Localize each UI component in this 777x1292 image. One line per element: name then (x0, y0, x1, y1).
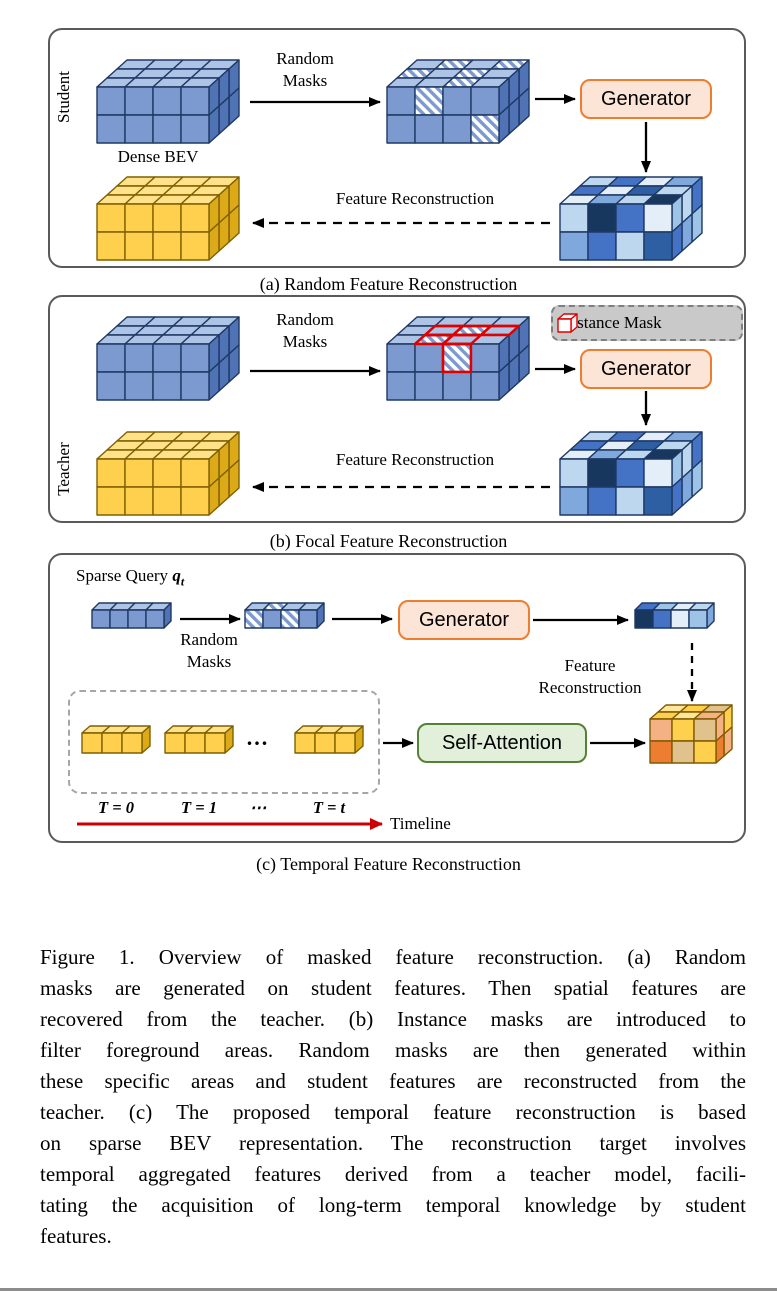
instance-mask-label: Instance Mask (563, 313, 662, 332)
panel-a-diagram (96, 59, 703, 261)
instance-mask-legend: Instance Mask (551, 305, 743, 341)
generator-box-a: Generator (580, 79, 712, 119)
random-masks-label-c: Random Masks (154, 629, 264, 673)
figure-caption-line: these specific areas and student feature… (40, 1069, 746, 1093)
random-masks-line2: Masks (282, 332, 328, 351)
random-masks-label-a: Random Masks (255, 48, 355, 92)
temporal-frames-box (68, 690, 380, 794)
figure-caption-line: tating the acquisition of long-term temp… (40, 1193, 746, 1217)
random-masks-line1: Random (276, 310, 334, 329)
dense-bev-label: Dense BEV (117, 147, 199, 166)
timestep-ellipsis: ⋯ (249, 798, 267, 817)
figure-caption-line: temporal aggregated features derived fro… (40, 1162, 746, 1186)
panel-a: Student Random Masks Dense BEV Generator… (48, 28, 746, 268)
panel-a-caption: (a) Random Feature Reconstruction (259, 274, 518, 294)
sparse-query-label: Sparse Query qt (76, 565, 184, 592)
student-label: Student (54, 71, 73, 123)
figure-caption-line: masks are generated on student features.… (40, 976, 746, 1000)
feature-reconstruction-label-a: Feature Reconstruction (335, 189, 495, 208)
panel-c-diagram (77, 602, 733, 830)
generator-box-c: Generator (398, 600, 530, 640)
random-masks-line2: Masks (186, 652, 232, 671)
panel-b-diagram (96, 316, 703, 516)
panel-b: Teacher Random Masks Instance Mask Gener… (48, 295, 746, 523)
random-masks-line1: Random (276, 49, 334, 68)
sparse-query-symbol: q (172, 566, 181, 585)
timestep-label-1: T = 1 (181, 798, 217, 817)
sparse-query-subscript: t (180, 574, 185, 589)
figure-caption-line: Figure 1. Overview of masked feature rec… (40, 945, 746, 969)
figure-caption-line: recovered from the teacher. (b) Instance… (40, 1007, 746, 1031)
random-masks-line1: Random (180, 630, 238, 649)
sparse-query-text: Sparse Query (76, 566, 169, 585)
feature-reconstruction-label-b: Feature Reconstruction (335, 450, 495, 469)
timestep-label-0: T = 0 (98, 798, 134, 817)
bottom-rule (0, 1288, 777, 1291)
panel-c-caption: (c) Temporal Feature Reconstruction (256, 854, 521, 874)
figure-caption-line: teacher. (c) The proposed temporal featu… (40, 1100, 746, 1124)
self-attention-box: Self-Attention (417, 723, 587, 763)
panel-c: Sparse Query qt Random Masks Generator F… (48, 553, 746, 843)
timestep-label-t: T = t (312, 798, 346, 817)
figure-caption-line: features. (40, 1224, 112, 1248)
figure-caption: Figure 1. Overview of masked feature rec… (40, 942, 746, 1252)
frames-ellipsis: ... (246, 725, 270, 750)
random-masks-line2: Masks (282, 71, 328, 90)
generator-box-b: Generator (580, 349, 712, 389)
panel-b-caption: (b) Focal Feature Reconstruction (269, 531, 508, 551)
feature-line2: Reconstruction (538, 678, 642, 697)
random-masks-label-b: Random Masks (255, 309, 355, 353)
figure-caption-line: on sparse BEV representation. The recons… (40, 1131, 746, 1155)
teacher-label: Teacher (54, 442, 73, 496)
timeline-label: Timeline (390, 814, 451, 833)
figure-caption-line: filter foreground areas. Random masks ar… (40, 1038, 746, 1062)
feature-reconstruction-label-c: Feature Reconstruction (505, 655, 675, 699)
instance-mask-cube-icon (557, 313, 578, 333)
feature-line1: Feature (564, 656, 616, 675)
